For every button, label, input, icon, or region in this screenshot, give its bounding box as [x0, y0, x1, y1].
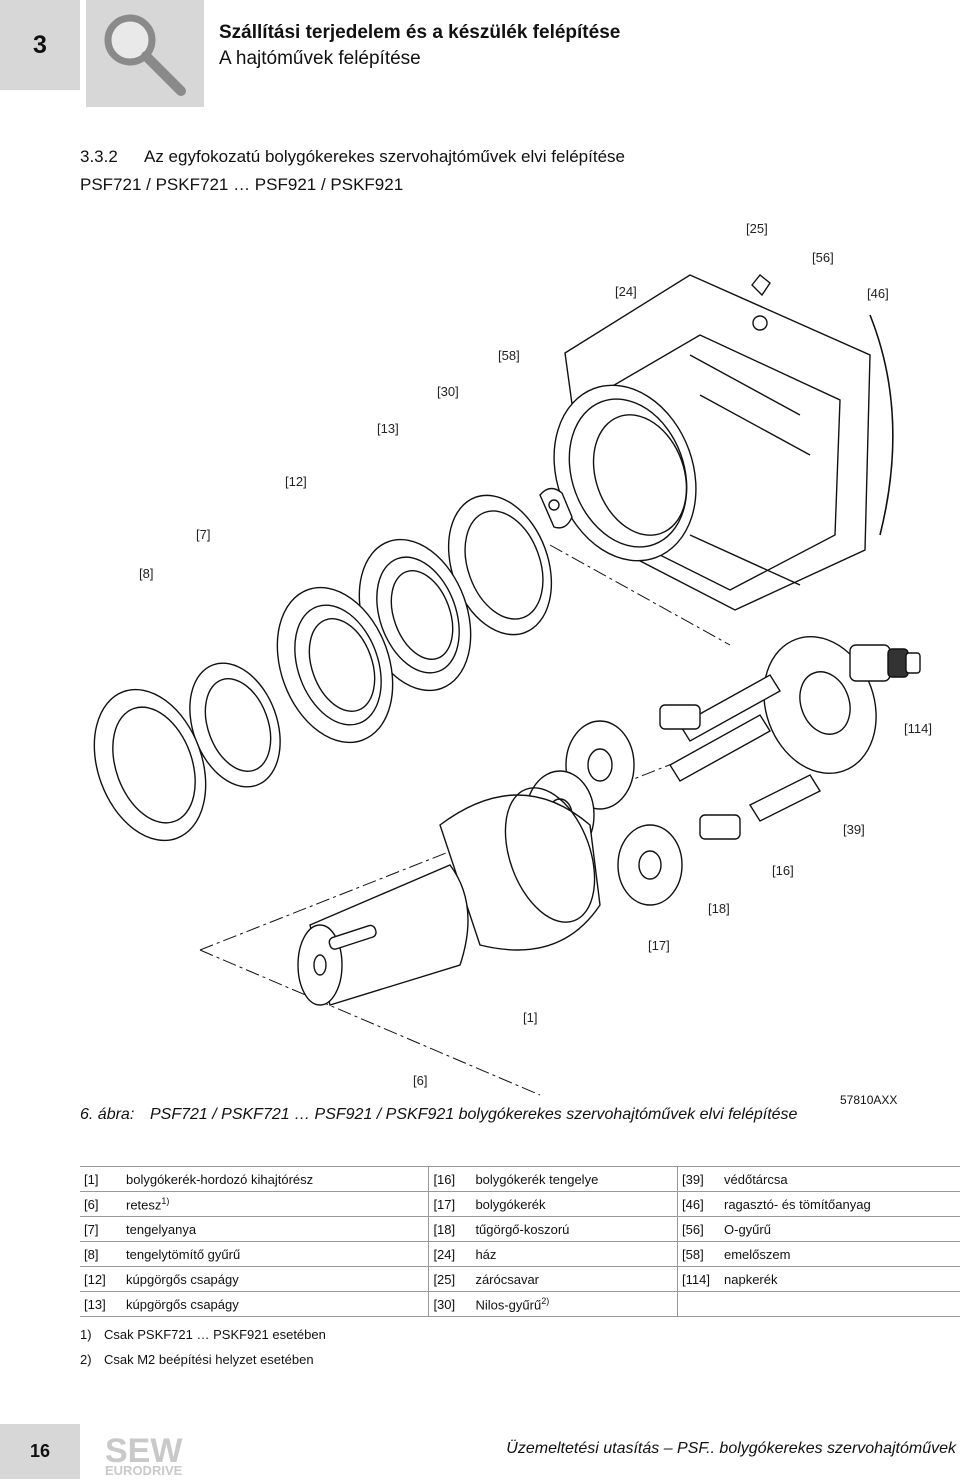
- callout-39: [39]: [843, 822, 865, 837]
- exploded-drawing: [25] [56] [24] [46] [58] [30] [13] [12] …: [80, 205, 960, 1105]
- legend-number: [114]: [677, 1266, 720, 1292]
- legend-number: [17]: [428, 1191, 472, 1217]
- legend-row: [13]kúpgörgős csapágy[30]Nilos-gyűrű2): [80, 1291, 960, 1317]
- callout-56: [56]: [812, 250, 834, 265]
- legend-number: [46]: [677, 1191, 720, 1217]
- svg-text:SEW: SEW: [105, 1432, 183, 1470]
- sew-eurodrive-logo: SEW EURODRIVE: [103, 1432, 213, 1478]
- section-subtitle: PSF721 / PSKF721 … PSF921 / PSKF921: [80, 175, 404, 194]
- callout-8: [8]: [139, 566, 154, 581]
- chapter-number: 3: [0, 0, 80, 90]
- legend-text: bolygókerék: [471, 1191, 679, 1217]
- footnote-ref: 2): [541, 1295, 550, 1306]
- svg-text:EURODRIVE: EURODRIVE: [105, 1463, 183, 1476]
- legend-number: [56]: [677, 1216, 720, 1242]
- callout-25: [25]: [746, 221, 768, 236]
- legend-text: Nilos-gyűrű2): [471, 1291, 679, 1317]
- footnote-1: 1)Csak PSKF721 … PSKF921 esetében: [80, 1327, 326, 1342]
- planet-carrier-part: [297, 787, 601, 1006]
- callout-7: [7]: [196, 527, 211, 542]
- legend-text: ragasztó- és tömítőanyag: [720, 1191, 960, 1217]
- callout-16: [16]: [772, 863, 794, 878]
- legend-number: [25]: [428, 1266, 472, 1292]
- sun-gear-part: [849, 644, 921, 682]
- legend-number: [39]: [677, 1166, 720, 1192]
- legend-text: bolygókerék-hordozó kihajtórész: [122, 1166, 430, 1192]
- legend-row: [7]tengelyanya[18]tűgörgő-koszorú[56]O-g…: [80, 1216, 960, 1242]
- callout-18: [18]: [708, 901, 730, 916]
- legend-text: napkerék: [720, 1266, 960, 1292]
- legend-text: tengelyanya: [122, 1216, 430, 1242]
- section-title-text: Az egyfokozatú bolygókerekes szervohajtó…: [144, 147, 625, 166]
- legend-number: [7]: [80, 1216, 122, 1242]
- figure-caption: 6. ábra: PSF721 / PSKF721 … PSF921 / PSKF…: [80, 1106, 797, 1124]
- legend-text: tengelytömítő gyűrű: [122, 1241, 430, 1267]
- housing-part: [553, 274, 894, 611]
- figure-code: 57810AXX: [840, 1093, 898, 1107]
- section-title: 3.3.2 Az egyfokozatú bolygókerekes szervo…: [80, 147, 625, 167]
- legend-text: kúpgörgős csapágy: [122, 1291, 430, 1317]
- legend-number: [13]: [80, 1291, 122, 1317]
- legend-text: védőtárcsa: [720, 1166, 960, 1192]
- protective-disc-part: [763, 635, 877, 775]
- callout-46: [46]: [867, 286, 889, 301]
- figure-caption-text: PSF721 / PSKF721 … PSF921 / PSKF921 boly…: [150, 1106, 798, 1123]
- legend-text: O-gyűrű: [720, 1216, 960, 1242]
- legend-number: [18]: [428, 1216, 472, 1242]
- legend-text: zárócsavar: [471, 1266, 679, 1292]
- legend-table: [1]bolygókerék-hordozó kihajtórész[16]bo…: [80, 1166, 960, 1317]
- callout-24: [24]: [615, 284, 637, 299]
- header-title: Szállítási terjedelem és a készülék felé…: [219, 22, 621, 43]
- callout-114: [114]: [904, 721, 932, 736]
- callout-6: [6]: [413, 1073, 428, 1088]
- legend-number: [24]: [428, 1241, 472, 1267]
- magnifier-icon: [86, 0, 204, 107]
- legend-text: emelőszem: [720, 1241, 960, 1267]
- legend-text: [720, 1291, 960, 1317]
- footnote-2: 2)Csak M2 beépítési helyzet esetében: [80, 1352, 314, 1367]
- legend-row: [1]bolygókerék-hordozó kihajtórész[16]bo…: [80, 1166, 960, 1192]
- legend-text: tűgörgő-koszorú: [471, 1216, 679, 1242]
- legend-row: [8]tengelytömítő gyűrű[24]ház[58]emelősz…: [80, 1241, 960, 1267]
- legend-row: [12]kúpgörgős csapágy[25]zárócsavar[114]…: [80, 1266, 960, 1292]
- planet-pins-part: [659, 674, 822, 840]
- legend-row: [6]retesz1)[17]bolygókerék[46]ragasztó- …: [80, 1191, 960, 1217]
- callout-13: [13]: [377, 421, 399, 436]
- legend-number: [6]: [80, 1191, 122, 1217]
- callout-12: [12]: [285, 474, 307, 489]
- legend-text: bolygókerék tengelye: [471, 1166, 679, 1192]
- lifting-eye-part: [539, 487, 573, 529]
- legend-number: [677, 1291, 720, 1317]
- callout-58: [58]: [498, 348, 520, 363]
- legend-number: [8]: [80, 1241, 122, 1267]
- legend-text: kúpgörgős csapágy: [122, 1266, 430, 1292]
- seal-ring-part: [93, 688, 207, 842]
- callout-17: [17]: [648, 938, 670, 953]
- legend-number: [30]: [428, 1291, 472, 1317]
- footnote-ref: 1): [161, 1195, 170, 1206]
- callout-1: [1]: [523, 1010, 538, 1025]
- callout-30: [30]: [437, 384, 459, 399]
- footer-text: Üzemeltetési utasítás – PSF.. bolygókere…: [506, 1440, 956, 1457]
- legend-number: [58]: [677, 1241, 720, 1267]
- page-number: 16: [0, 1424, 80, 1479]
- legend-number: [16]: [428, 1166, 472, 1192]
- legend-text: ház: [471, 1241, 679, 1267]
- figure-label: 6. ábra:: [80, 1106, 135, 1123]
- legend-number: [12]: [80, 1266, 122, 1292]
- nilos-ring-part: [447, 494, 553, 636]
- legend-text: retesz1): [122, 1191, 430, 1217]
- section-number: 3.3.2: [80, 147, 118, 166]
- bearing-12-part: [276, 586, 394, 744]
- header-subtitle: A hajtóművek felépítése: [219, 48, 421, 69]
- legend-number: [1]: [80, 1166, 122, 1192]
